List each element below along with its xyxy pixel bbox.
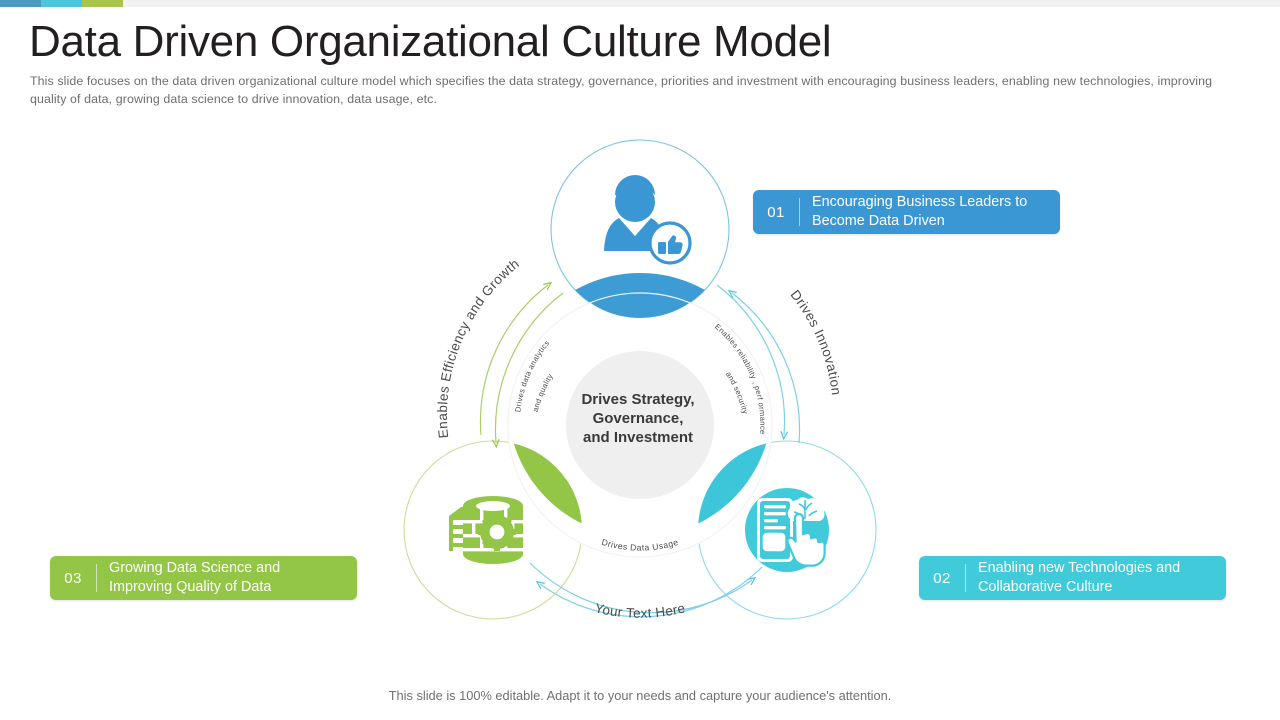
callout-number-02: 02	[933, 569, 951, 587]
top-accent-bar	[0, 0, 1280, 7]
callout-text-03-line-2: Improving Quality of Data	[109, 579, 272, 595]
callout-text-01: Encouraging Business Leaders to Become D…	[800, 193, 1037, 231]
callout-text-02-line-2: Collaborative Culture	[978, 579, 1113, 595]
callout-number-03: 03	[64, 569, 82, 587]
green-petal	[508, 441, 582, 537]
smartphone-touch-brain-icon	[745, 488, 829, 572]
business-person-thumbs-up-icon	[604, 175, 692, 265]
center-label-line-3: and Investment	[582, 429, 694, 446]
arrow-pair-enables-efficiency	[479, 285, 564, 443]
database-gear-icon	[449, 496, 523, 564]
callout-text-03-line-1: Growing Data Science and	[109, 560, 281, 576]
footer-note: This slide is 100% editable. Adapt it to…	[388, 688, 892, 703]
callout-encouraging-business-leaders[interactable]: 01 Encouraging Business Leaders to Becom…	[753, 190, 1060, 234]
accent-segment-blue	[0, 0, 41, 7]
arc-label-your-text-here: Your Text Here	[593, 600, 686, 620]
callout-text-03: Growing Data Science and Improving Quali…	[97, 559, 290, 597]
page-title: Data Driven Organizational Culture Model	[29, 17, 832, 66]
center-label-line-2: Governance,	[592, 410, 684, 427]
cyan-petal	[698, 441, 773, 537]
callout-text-02: Enabling new Technologies and Collaborat…	[966, 559, 1190, 597]
arc-label-drives-innovation: Drives Innovation	[788, 287, 844, 396]
center-label: Drives Strategy, Governance, and Investm…	[560, 390, 716, 447]
callout-number-01: 01	[767, 203, 785, 221]
callout-enabling-new-technologies[interactable]: 02 Enabling new Technologies and Collabo…	[919, 556, 1226, 600]
accent-segment-cyan	[41, 0, 82, 7]
callout-divider	[799, 198, 800, 226]
callout-text-02-line-1: Enabling new Technologies and	[978, 560, 1181, 576]
center-disc	[566, 351, 714, 499]
main-ring-outline	[507, 292, 773, 558]
arrow-pair-your-text-here	[529, 562, 763, 618]
callout-growing-data-science[interactable]: 03 Growing Data Science and Improving Qu…	[50, 556, 357, 600]
culture-model-diagram: Enables Efficiency and Growth Drives Inn…	[370, 135, 910, 645]
callout-text-01-line-1: Encouraging Business Leaders to	[812, 194, 1028, 210]
page-subtitle: This slide focuses on the data driven or…	[30, 74, 1213, 106]
center-label-line-1: Drives Strategy,	[581, 391, 695, 408]
accent-segment-track	[123, 0, 1280, 7]
arrow-pair-drives-innovation	[716, 284, 801, 444]
callout-text-01-line-2: Become Data Driven	[812, 213, 945, 229]
callout-divider	[965, 564, 966, 592]
accent-segment-green	[82, 0, 123, 7]
callout-divider	[96, 564, 97, 592]
